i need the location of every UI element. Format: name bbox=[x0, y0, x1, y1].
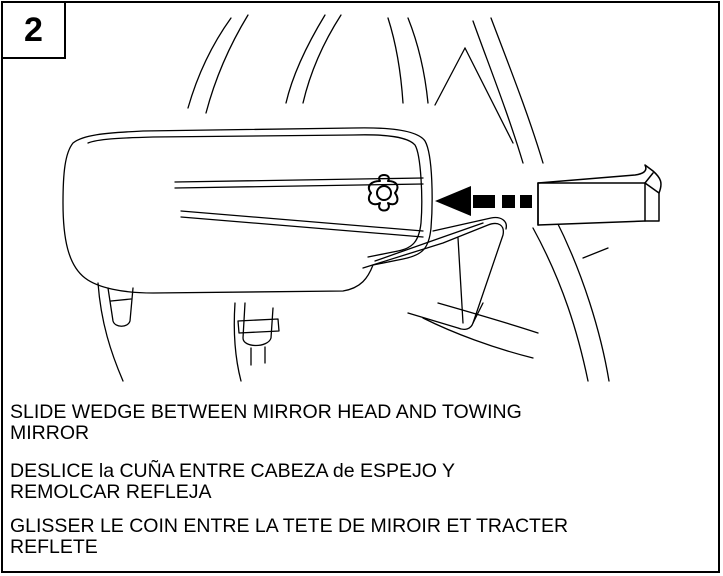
instruction-french: GLISSER LE COIN ENTRE LA TETE DE MIROIR … bbox=[10, 515, 569, 558]
step-number-badge: 2 bbox=[3, 3, 66, 59]
door-body-lines bbox=[97, 282, 539, 382]
mirror-head bbox=[62, 127, 433, 294]
towing-mirror bbox=[362, 216, 507, 330]
door-pillar-lines bbox=[187, 14, 610, 382]
step-number: 2 bbox=[24, 10, 43, 49]
adjustment-knob bbox=[367, 174, 399, 212]
left-arrow-icon bbox=[435, 186, 532, 216]
instruction-spanish: DESLICE la CUÑA ENTRE CABEZA de ESPEJO Y… bbox=[10, 460, 456, 503]
mirror-illustration bbox=[62, 14, 662, 382]
instruction-english: SLIDE WEDGE BETWEEN MIRROR HEAD AND TOWI… bbox=[10, 401, 522, 444]
wedge-tool bbox=[537, 164, 662, 226]
mounting-clips bbox=[107, 287, 280, 366]
